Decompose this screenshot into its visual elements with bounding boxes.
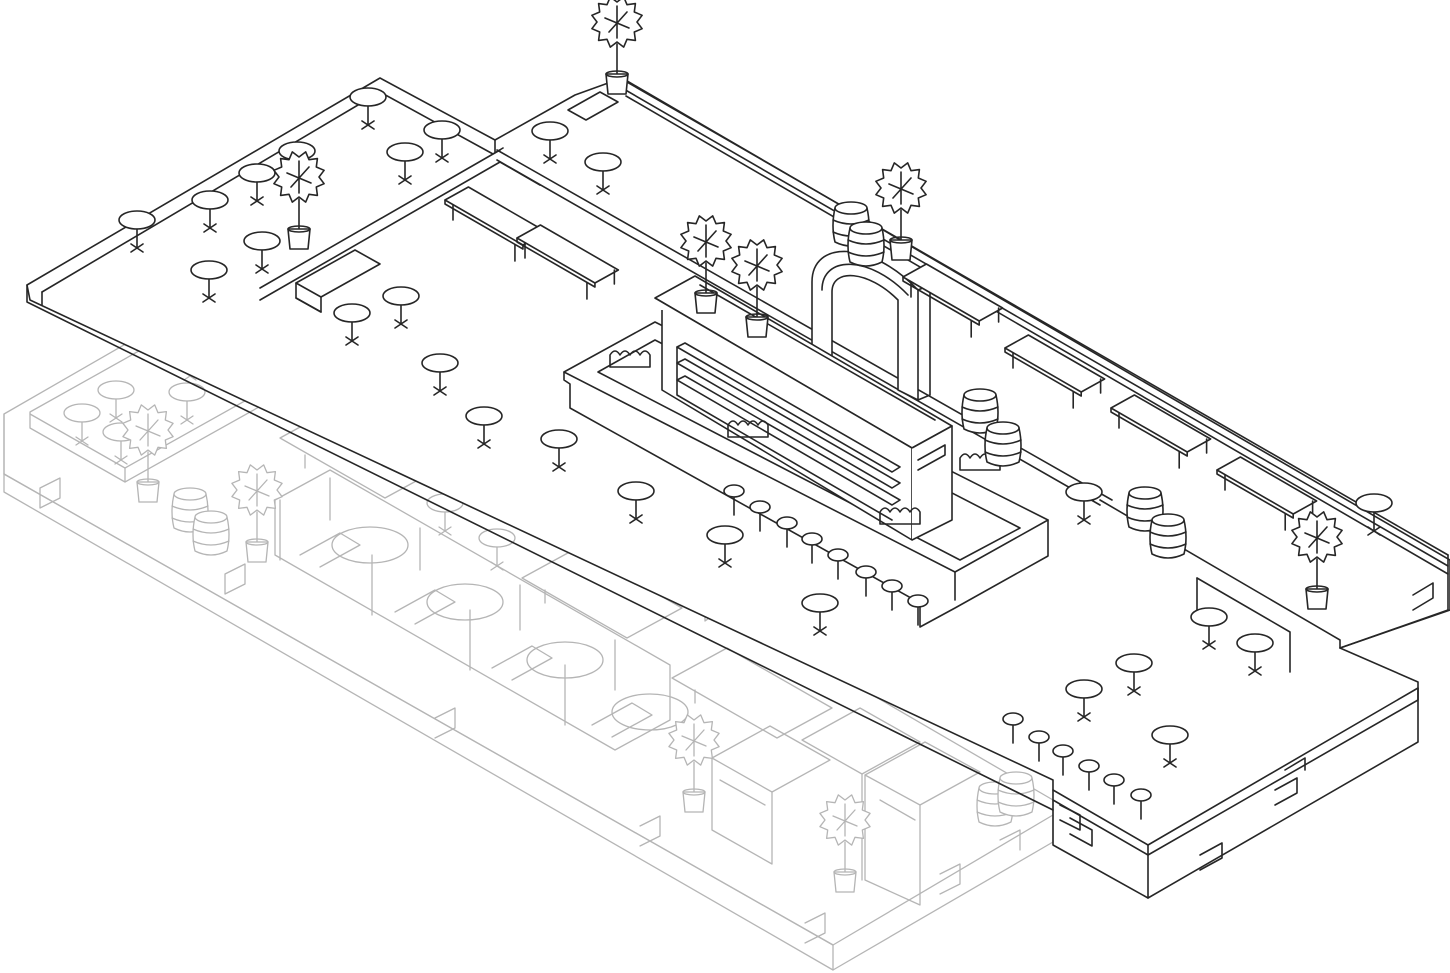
lower-table <box>97 380 135 423</box>
bar-stool <box>827 548 849 580</box>
potted-tree <box>680 215 732 314</box>
round-table <box>382 286 420 329</box>
bar-stool <box>1130 788 1152 820</box>
barrel <box>997 771 1035 817</box>
round-table <box>243 231 281 274</box>
round-table <box>191 190 229 233</box>
upper-floor-outline <box>26 0 1450 899</box>
potted-tree <box>273 151 325 250</box>
potted-tree <box>1291 511 1343 610</box>
potted-tree <box>231 464 283 563</box>
long-bench <box>1216 456 1318 531</box>
long-bench <box>1110 394 1212 469</box>
barrel <box>961 388 999 434</box>
bar-stool <box>776 516 798 548</box>
barrel <box>984 421 1022 467</box>
round-table <box>1065 482 1103 525</box>
potted-tree <box>122 404 174 503</box>
round-table <box>238 163 276 206</box>
bar-stool <box>1028 730 1050 762</box>
bar-stool <box>1103 773 1125 805</box>
bar-stool <box>907 594 929 626</box>
round-table <box>540 429 578 472</box>
bar-stool <box>881 579 903 611</box>
round-table <box>1190 607 1228 650</box>
bar-stool <box>1078 759 1100 791</box>
round-table <box>333 303 371 346</box>
bar-stool <box>801 532 823 564</box>
round-table <box>190 260 228 303</box>
potted-tree <box>668 714 720 813</box>
bar-stool <box>749 500 771 532</box>
long-bench <box>1004 334 1106 409</box>
potted-tree <box>591 0 643 95</box>
round-table <box>1355 493 1393 536</box>
round-table <box>706 525 744 568</box>
bar-stool <box>1052 744 1074 776</box>
long-bench <box>902 263 1004 338</box>
round-table <box>531 121 569 164</box>
round-table <box>1065 679 1103 722</box>
round-table <box>386 142 424 185</box>
potted-tree <box>819 794 871 893</box>
round-table <box>349 87 387 130</box>
round-table <box>617 481 655 524</box>
lower-table <box>478 528 516 571</box>
round-table <box>1115 653 1153 696</box>
round-table <box>465 406 503 449</box>
barrel <box>847 221 885 267</box>
round-table <box>1151 725 1189 768</box>
long-bench <box>516 224 620 300</box>
bar-stool <box>1002 712 1024 744</box>
potted-tree <box>731 239 783 338</box>
round-table <box>118 210 156 253</box>
lower-table <box>168 382 206 425</box>
bar-stool <box>855 565 877 597</box>
potted-tree <box>875 162 927 261</box>
lower-table <box>63 403 101 446</box>
central-bar <box>563 275 1049 628</box>
round-table <box>584 152 622 195</box>
round-table <box>423 120 461 163</box>
bar-stool <box>723 484 745 516</box>
barrel <box>1149 513 1187 559</box>
round-table <box>801 593 839 636</box>
barrel <box>192 510 230 556</box>
round-table <box>1236 633 1274 676</box>
round-table <box>421 353 459 396</box>
